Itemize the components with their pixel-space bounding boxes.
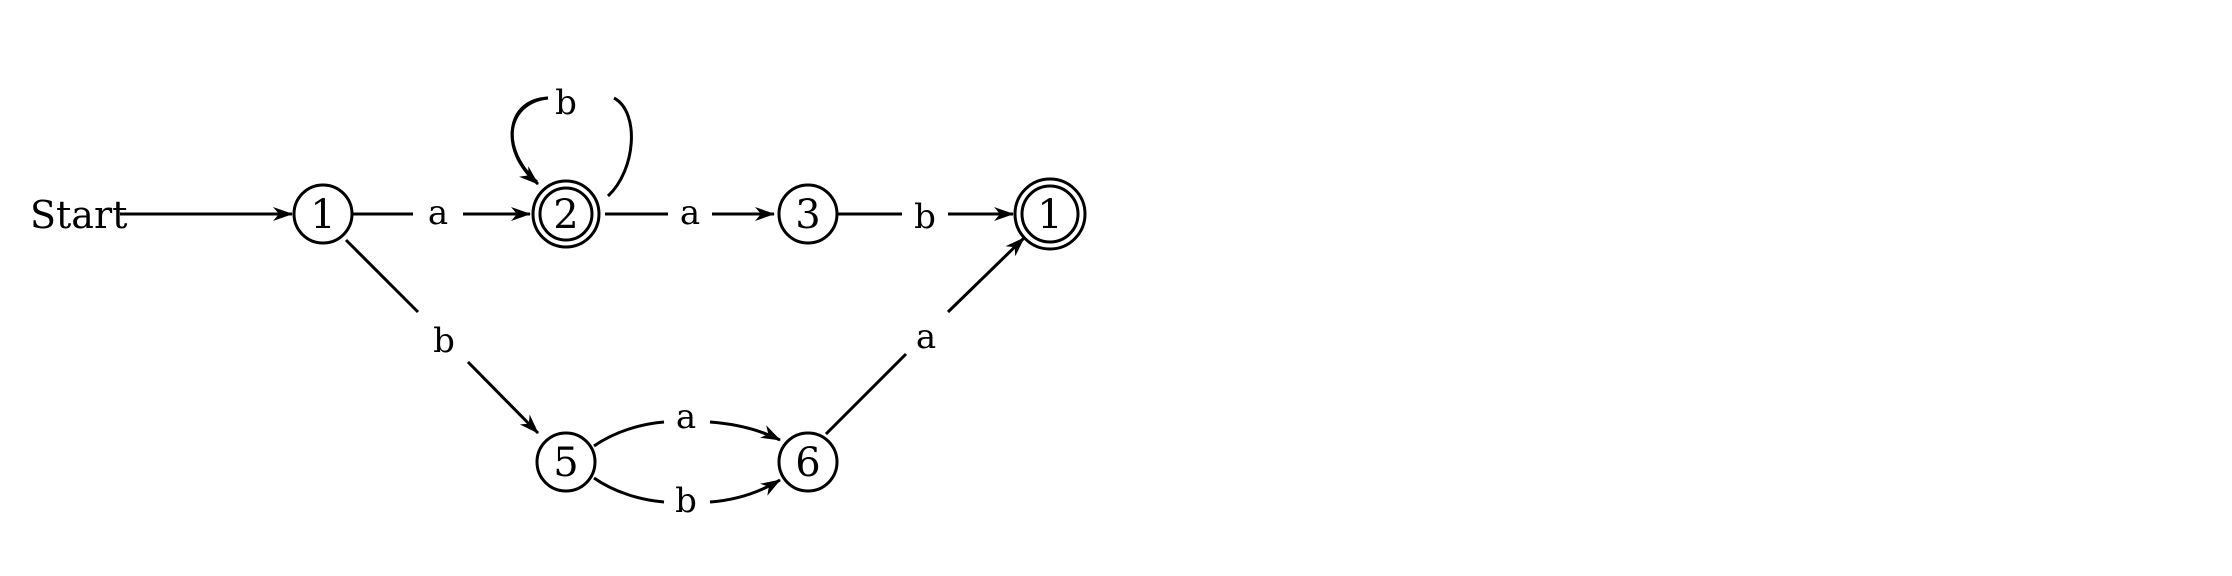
edge-label-6-4: a <box>916 317 936 357</box>
edge-1-5-seg1 <box>344 238 420 314</box>
edge-label-2-2: b <box>555 83 577 123</box>
state-5: 5 <box>535 431 597 493</box>
edge-label-5-6-b: b <box>675 481 697 521</box>
edge-label-1-5: b <box>433 321 455 361</box>
edge-label-1-2: a <box>428 193 448 233</box>
state-3: 3 <box>777 183 839 245</box>
state-label-1: 1 <box>310 192 335 238</box>
state-4: 1 <box>1013 177 1087 251</box>
edge-5-6-b-seg2 <box>709 478 781 504</box>
state-2: 2 <box>531 179 601 249</box>
edge-5-6-a-seg1 <box>593 420 665 448</box>
edge-6-4-seg2 <box>946 236 1026 314</box>
edge-2-2-left <box>510 96 549 184</box>
edge-1-5-seg2 <box>466 360 540 435</box>
state-label-6: 6 <box>795 440 820 486</box>
edge-2-2-right <box>606 96 633 198</box>
edge-2-2-loop <box>510 96 549 186</box>
edge-5-6-a-seg2 <box>709 420 781 442</box>
state-label-5: 5 <box>553 440 578 486</box>
state-label-4: 1 <box>1037 192 1062 238</box>
edge-label-5-6-a: a <box>676 397 696 437</box>
state-1: 1 <box>292 183 354 245</box>
start-label: Start <box>30 193 127 237</box>
edge-6-4-seg1 <box>824 352 908 436</box>
edge-5-6-b-seg1 <box>593 476 665 504</box>
state-label-2: 2 <box>553 192 578 238</box>
state-6: 6 <box>777 431 839 493</box>
state-label-3: 3 <box>795 192 820 238</box>
edge-label-2-3: a <box>680 193 700 233</box>
edge-label-3-4: b <box>914 197 936 237</box>
